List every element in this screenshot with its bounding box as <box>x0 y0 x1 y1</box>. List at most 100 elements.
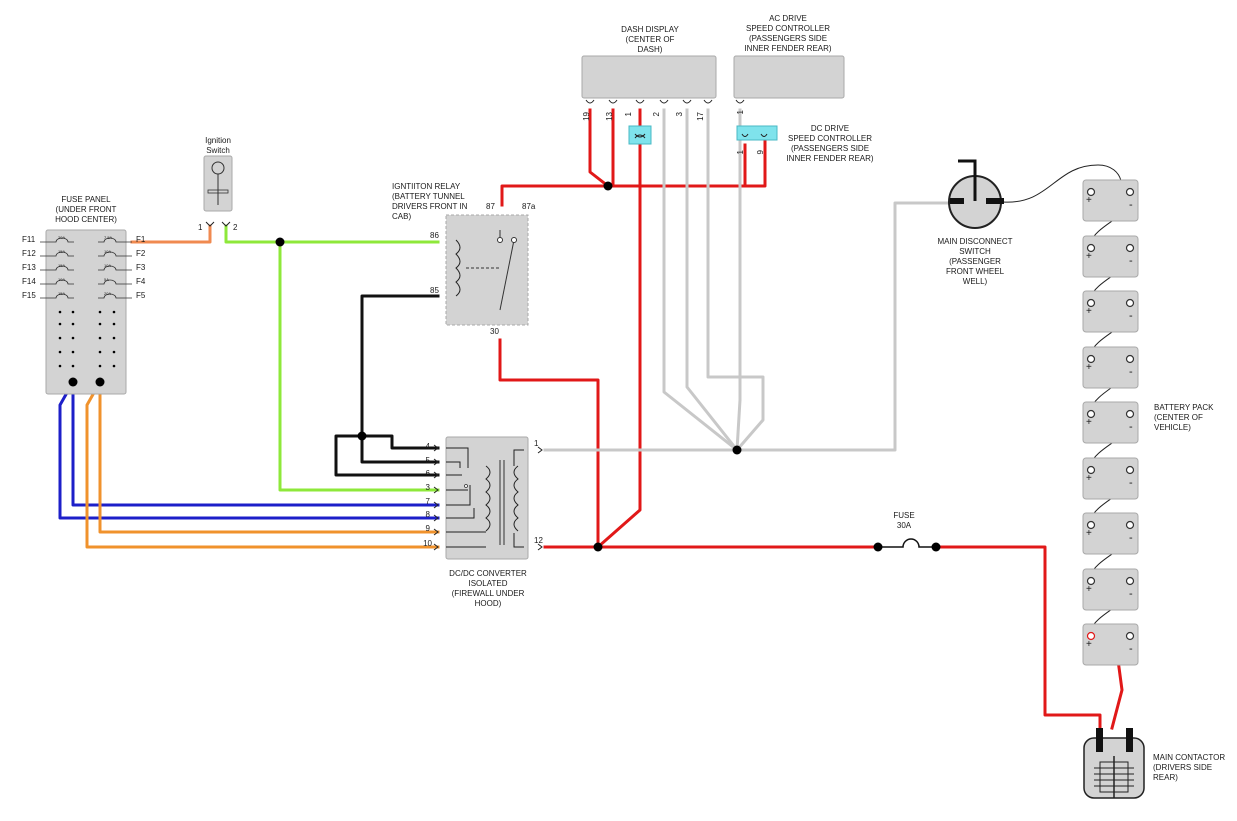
title-line: (CENTER OF <box>626 35 675 44</box>
fuse-symbol <box>40 251 74 257</box>
dcdc-converter-title: DC/DC CONVERTER ISOLATED (FIREWALL UNDER… <box>449 569 527 608</box>
title-line: SPEED CONTROLLER <box>746 24 830 33</box>
connector-icon <box>741 133 768 137</box>
battery-cell: +- <box>1082 346 1139 389</box>
positive-terminal <box>1086 465 1096 475</box>
negative-terminal <box>1125 354 1135 364</box>
title-line: Switch <box>206 146 230 155</box>
pin-label: 86 <box>430 231 439 240</box>
title-line: CAB) <box>392 212 411 221</box>
battery-cell: +- <box>1082 512 1139 555</box>
fuse-rating: 15A <box>58 263 65 268</box>
title-line: (PASSENGER <box>949 257 1001 266</box>
negative-terminal <box>1125 520 1135 530</box>
fuse-label: F4 <box>136 277 146 286</box>
positive-terminal <box>1086 409 1096 419</box>
panel-hole <box>98 336 102 340</box>
ignition-switch-title: Ignition Switch <box>205 136 231 155</box>
panel-hole <box>58 350 62 354</box>
panel-hole <box>98 350 102 354</box>
negative-sign: - <box>1129 199 1133 211</box>
transformer-coil <box>513 465 519 532</box>
battery-cell: +- <box>1082 179 1139 222</box>
pin-label: 5 <box>426 456 431 465</box>
fuse-labels-left: F11 F12 F13 F14 F15 <box>22 235 36 300</box>
wire-black-relay85 <box>360 294 440 438</box>
dash-display-title: DASH DISPLAY (CENTER OF DASH) <box>621 25 679 54</box>
title-line: 30A <box>897 521 912 530</box>
main-contactor: MAIN CONTACTOR (DRIVERS SIDE REAR) <box>1083 728 1225 799</box>
wire-black-pin4 <box>360 434 440 450</box>
fuse-panel: 20A 15A 15A 10A 15A 7.5A 10A 10A 5A 20A … <box>22 195 146 395</box>
fuse-terminal <box>873 542 883 552</box>
battery-pack: +-+-+-+-+-+-+-+-+- <box>1082 179 1139 666</box>
wire-gray-ac1 <box>735 108 742 452</box>
fuse-label: F3 <box>136 263 146 272</box>
panel-hole <box>112 336 116 340</box>
main-disconnect-title: MAIN DISCONNECT SWITCH (PASSENGER FRONT … <box>937 237 1012 286</box>
pin-label: 4 <box>426 442 431 451</box>
pin-label: 2 <box>652 111 661 116</box>
junction-dot <box>593 542 603 552</box>
dash-display-body <box>581 55 717 99</box>
pin-label: 13 <box>605 111 614 120</box>
fuse-label: F14 <box>22 277 36 286</box>
panel-hole <box>98 322 102 326</box>
positive-terminal <box>1086 576 1096 586</box>
battery-cell: +- <box>1082 623 1139 666</box>
fuse-symbol <box>98 237 132 243</box>
title-line: DASH DISPLAY <box>621 25 679 34</box>
fuse-label: F5 <box>136 291 146 300</box>
junctions <box>68 181 742 552</box>
pin-label: 8 <box>426 510 431 519</box>
pin-label: 1 <box>198 223 203 232</box>
pin-label: 1 <box>736 149 745 154</box>
positive-sign: + <box>1086 528 1092 539</box>
wire-orange-pin9 <box>98 380 440 534</box>
fuse-rating: 20A <box>104 291 111 296</box>
pin-label: 10 <box>423 539 432 548</box>
positive-terminal <box>1086 520 1096 530</box>
negative-terminal <box>1125 465 1135 475</box>
junction-dot <box>275 237 285 247</box>
contactor-terminal <box>1096 728 1103 752</box>
panel-hole <box>98 310 102 314</box>
fuse-terminal <box>931 542 941 552</box>
positive-terminal <box>1086 298 1096 308</box>
main-disconnect-switch: MAIN DISCONNECT SWITCH (PASSENGER FRONT … <box>937 159 1013 286</box>
fuse-panel-fuses <box>40 237 132 299</box>
battery-cell-body <box>1082 179 1139 222</box>
fuse-rating: 10A <box>104 249 111 254</box>
title-line: BATTERY PACK <box>1154 403 1214 412</box>
dc-drive-connector <box>736 125 778 141</box>
panel-hole <box>71 310 75 314</box>
fuse-symbol <box>98 265 132 271</box>
pin-label: 9 <box>426 524 431 533</box>
pin-label: 87 <box>486 202 495 211</box>
junction-dot <box>95 377 105 387</box>
fuse-rating: 15A <box>58 291 65 296</box>
title-line: MAIN DISCONNECT <box>937 237 1012 246</box>
title-line: DASH) <box>638 45 663 54</box>
panel-hole <box>58 364 62 368</box>
internal-wiring <box>446 447 524 548</box>
positive-terminal <box>1086 354 1096 364</box>
panel-hole <box>112 364 116 368</box>
panel-hole <box>58 310 62 314</box>
title-line: HOOD) <box>475 599 502 608</box>
negative-sign: - <box>1129 421 1133 433</box>
negative-terminal <box>1125 298 1135 308</box>
ignition-switch: Ignition Switch 1 2 <box>198 136 238 232</box>
dcdc-converter-body <box>445 436 529 560</box>
panel-hole <box>71 322 75 326</box>
positive-sign: + <box>1086 417 1092 428</box>
battery-cell-body <box>1082 346 1139 389</box>
pin-label: 12 <box>534 536 543 545</box>
connector-icon <box>585 99 713 104</box>
negative-terminal <box>1125 409 1135 419</box>
battery-cell-body <box>1082 623 1139 666</box>
panel-hole <box>98 364 102 368</box>
battery-cell-body <box>1082 290 1139 333</box>
pin-label: 17 <box>696 111 705 120</box>
